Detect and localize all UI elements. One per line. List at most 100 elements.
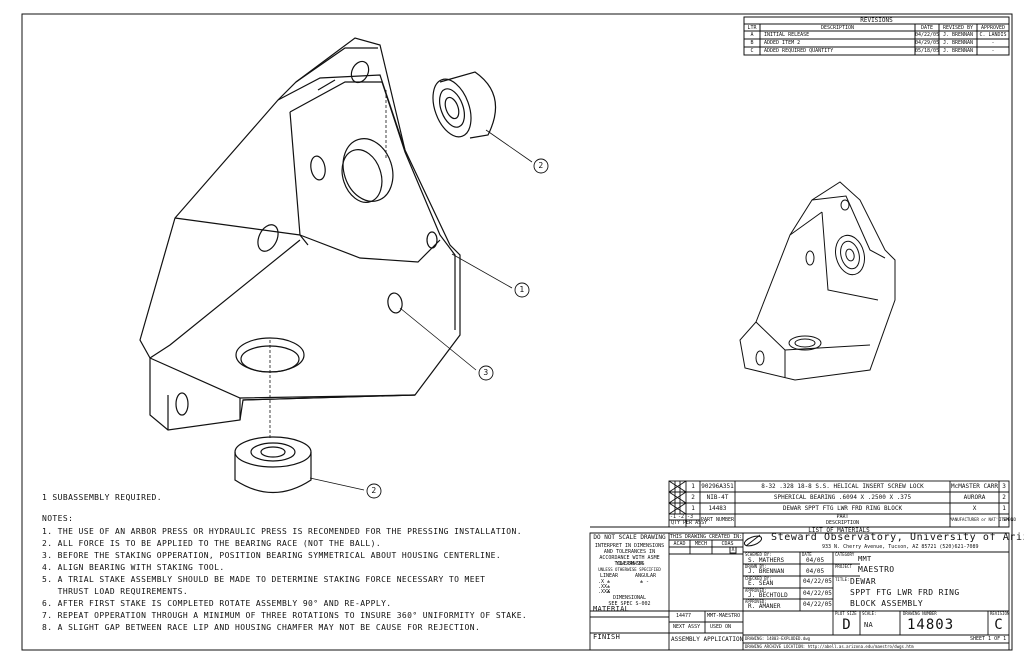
- tol-xx: .XX: [598, 584, 608, 590]
- balloon-item-3: [478, 365, 494, 381]
- cad-cdas: CDAS: [721, 541, 734, 547]
- revision-letter: C: [994, 617, 1003, 633]
- item-balloons: [366, 158, 549, 499]
- drawing-reference: DRAWING: 14803-EXPLODED.dwg: [745, 636, 811, 641]
- sheet-border: [21, 13, 1013, 651]
- balloon-label: 3: [483, 368, 489, 377]
- title-line: SPPT FTG LWR FRD RING: [850, 588, 960, 597]
- tol-xxx: .XXX: [598, 589, 611, 595]
- bom-part: 90296A351: [701, 483, 734, 490]
- rev-cell: -: [991, 40, 995, 46]
- university-name: Steward Observatory, University of Arizo…: [771, 532, 1024, 543]
- drawn-by-label: DRAWN BY:: [745, 564, 767, 569]
- scale-label: SCALE:: [862, 611, 877, 616]
- bom-part: NIB-4T: [706, 494, 729, 501]
- title-line: BLOCK ASSEMBLY: [850, 599, 924, 608]
- archive-location: DRAWING ARCHIVE LOCATION: http://abell.a…: [745, 644, 914, 649]
- title-block-lines: [589, 532, 1010, 651]
- bom-desc: SPHERICAL BEARING .6094 X .2500 X .375: [773, 494, 912, 501]
- rev-cell: B: [750, 40, 754, 46]
- used-on-label: USED ON: [710, 624, 732, 630]
- material-label: MATERIAL: [593, 605, 630, 613]
- bearing-top: [432, 71, 497, 139]
- sheet-size: D: [842, 617, 851, 633]
- project-label: PROJECT: [835, 564, 852, 569]
- note-item: THRUST LOAD REQUIREMENTS.: [42, 587, 189, 596]
- rev-header: DESCRIPTION: [820, 25, 855, 31]
- balloon-label: 1: [519, 285, 525, 294]
- sheet-count: SHEET 1 OF 1: [970, 636, 1007, 642]
- bom-mfr: AURORA: [963, 494, 986, 501]
- approved-date-2: 04/22/05: [803, 601, 832, 608]
- size-label: PLOT SIZE: [835, 611, 857, 616]
- checked-by-label: CHECKED BY:: [745, 576, 772, 581]
- note-item: 5. A TRIAL STAKE ASSEMBLY SHOULD BE MADE…: [42, 575, 486, 584]
- bom-qty: 2: [691, 494, 695, 501]
- rev-cell: C. LANDIS: [979, 32, 1007, 38]
- note-item: 2. ALL FORCE IS TO BE APPLIED TO THE BEA…: [42, 539, 382, 548]
- drawn-date: 04/05: [806, 568, 825, 575]
- scheme-by: S. MATHERS: [748, 557, 785, 564]
- next-assy-name: MMT-MAESTRO: [707, 613, 741, 619]
- observatory-logo: [743, 534, 763, 547]
- rev-cell: ADDED ITEM 2: [764, 40, 801, 46]
- bom-title: LIST OF MATERIALS: [808, 527, 870, 534]
- assembled-view: [739, 181, 896, 381]
- bearing-bottom: [234, 436, 312, 494]
- tol-pm: ±: [640, 579, 644, 585]
- rev-cell: J. BRENNAN: [942, 32, 974, 38]
- rev-cell: -: [991, 48, 995, 54]
- bom-desc: DEWAR SPPT FTG LWR FRD RING BLOCK: [782, 505, 903, 512]
- tol-pm: ±: [607, 584, 611, 590]
- finish-label: FINISH: [593, 633, 621, 641]
- checked-date: 04/22/05: [803, 578, 832, 585]
- approved-by-1: J. BECHTOLD: [748, 592, 788, 599]
- note-item: 3. BEFORE THE STAKING OPPERATION, POSITI…: [42, 551, 502, 560]
- tol-angular: ANGULAR: [635, 573, 657, 579]
- do-not-scale: DO NOT SCALE DRAWING: [593, 534, 666, 541]
- bom-desc: 8-32 .328 18-8 S.S. HELICAL INSERT SCREW…: [761, 483, 924, 490]
- category: MMT: [858, 555, 872, 563]
- balloon-item-2-bottom: [366, 483, 382, 499]
- bom-table-lines: [590, 480, 1010, 534]
- cad-acad: ACAD: [673, 541, 686, 547]
- approved-by-2: R. AMANER: [748, 603, 781, 610]
- approved-label: APPROVED:: [745, 588, 767, 593]
- rev-label: REVISION: [990, 611, 1010, 616]
- bom-dash: -3: [687, 514, 694, 520]
- revisions-title: REVISIONS: [860, 17, 893, 24]
- balloon-label: 2: [538, 161, 544, 170]
- bom-header-desc-sub: PART: [836, 514, 849, 520]
- revisions-table-lines: [743, 16, 1010, 56]
- note-item: 7. REPEAT OPPERATION THROUGH A MINIMUM O…: [42, 611, 528, 620]
- rev-header: APPROVED: [980, 25, 1006, 31]
- tol-pm: ±: [607, 579, 611, 585]
- bom-item: 2: [1002, 494, 1006, 501]
- checked-by: E. SEAN: [748, 580, 774, 587]
- note-item: 1. THE USE OF AN ARBOR PRESS OR HYDRAULI…: [42, 527, 522, 536]
- bom-header-item: ITEM NO: [999, 517, 1016, 522]
- drawn-by: J. BRENNAN: [748, 568, 785, 575]
- next-assy-label: NEXT ASSY: [673, 624, 701, 630]
- next-assy-number: 14477: [676, 613, 692, 619]
- tol-dim-spec: SEE SPEC S-002: [608, 601, 651, 607]
- rev-cell: C: [750, 48, 754, 54]
- tolerances-label: TOLERANCES: [614, 561, 645, 567]
- rev-cell: J. BRENNAN: [942, 48, 974, 54]
- rev-cell: ADDED REQUIRED QUANTITY: [764, 48, 834, 54]
- balloon-item-2-top: [533, 158, 549, 174]
- bom-header-part: PART NUMBER: [700, 517, 735, 523]
- tol-linear: LINEAR: [600, 573, 619, 579]
- scheme-date-label: DATE: [802, 552, 812, 557]
- bom-dash: -1: [670, 514, 677, 520]
- rev-cell: J. BRENNAN: [942, 40, 974, 46]
- title-label: TITLE:: [835, 577, 850, 582]
- rev-cell: INITIAL RELEASE: [764, 32, 810, 38]
- dwg-no-label: DRAWING NUMBER: [903, 611, 937, 616]
- bom-header-mfr: MANUFACTURER or NAT'L SPEC: [950, 517, 1013, 522]
- approved-label: APPROVED:: [745, 599, 767, 604]
- drawing-number: 14803: [907, 617, 955, 633]
- sheet-scale: NA: [864, 621, 874, 629]
- rev-cell: 04/22/05: [915, 32, 940, 38]
